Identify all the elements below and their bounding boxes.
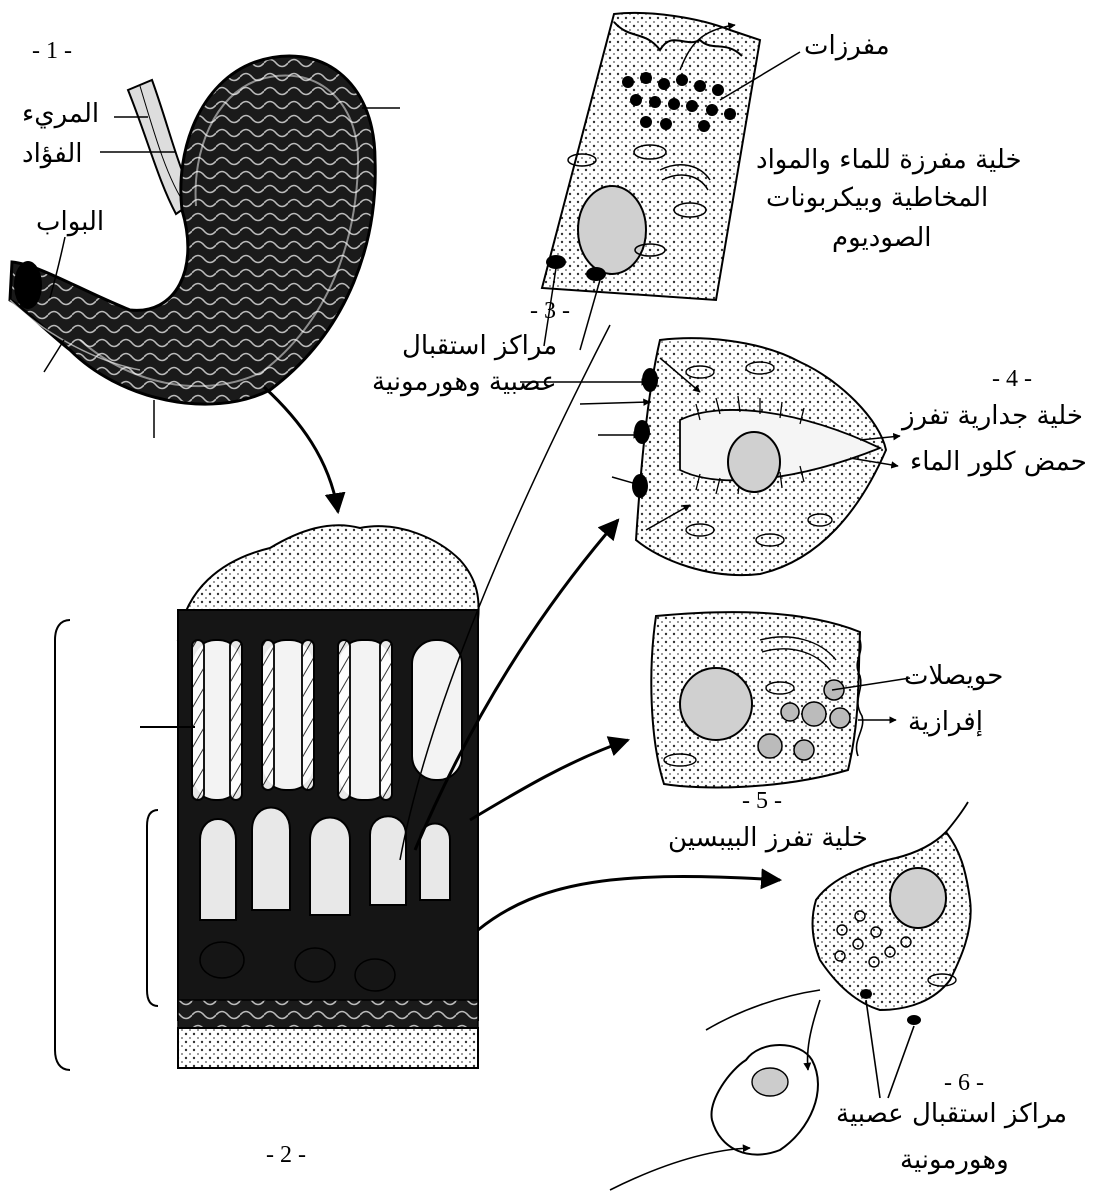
label-receptors-2: عصبية وهورمونية [372,366,557,398]
label-mucous-cell-title-1: خلية مفرزة للماء والمواد [756,144,1022,176]
label-chief-title: خلية تفرز البيبسين [668,822,868,854]
label-pylorus: البواب [36,206,104,238]
label-parietal-title-2: حمض كلور الماء [910,446,1087,478]
label-vesicles-1: حويصلات [904,660,1003,692]
chief-cell-number: - 5 - [742,788,782,815]
mucous-cell-drawing [542,13,760,300]
stomach-number: - 1 - [32,38,72,65]
label-cardia: الفؤاد [22,138,83,170]
arrow-stomach-to-mucosa [264,387,338,512]
mucosa-brackets [55,620,195,1070]
label-secretions: مفرزات [804,30,890,62]
mucous-cell-number: - 3 - [530,298,570,325]
endocrine-cell-number: - 6 - [944,1070,984,1097]
label-esophagus: المريء [22,98,99,130]
label-mucous-cell-title-2: المخاطية وبيكربونات [766,182,988,214]
parietal-cell-drawing [632,338,886,575]
label-mucous-cell-title-3: الصوديوم [832,222,931,254]
label-vesicles-2: إفرازية [908,706,983,738]
label-endocrine-receptors-2: وهورمونية [900,1144,1009,1176]
chief-cell-drawing [651,612,862,787]
label-parietal-title-1: خلية جدارية تفرز [902,400,1083,432]
parietal-cell-number: - 4 - [992,366,1032,393]
label-receptors-1: مراكز استقبال [402,330,557,362]
mucosa-block-drawing [178,525,479,1068]
label-endocrine-receptors-1: مراكز استقبال عصبية [836,1098,1067,1130]
mucosa-number: - 2 - [266,1142,306,1169]
